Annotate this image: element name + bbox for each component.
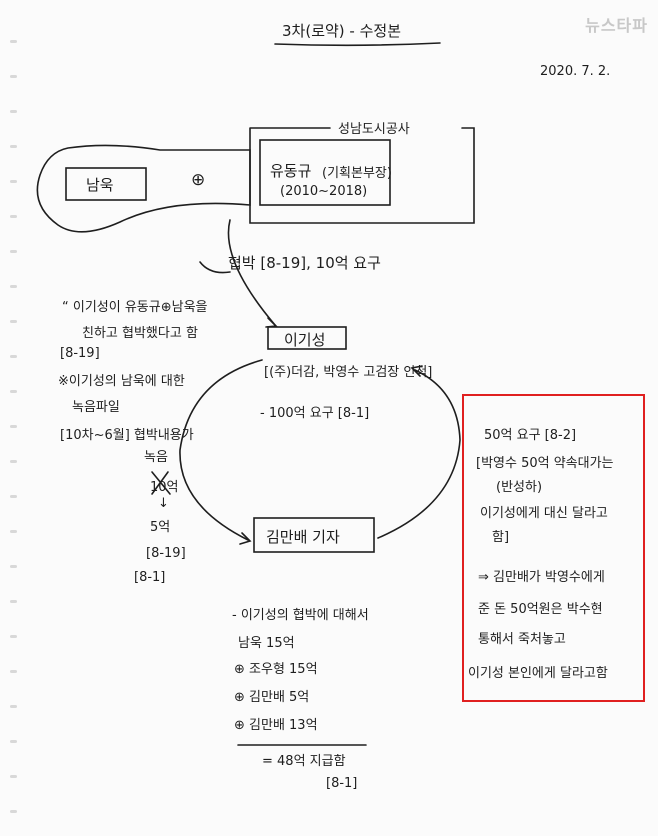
bottom-note-4: ⊕ 김만배 5억 (234, 690, 310, 705)
red-box-line-8: 통해서 죽처놓고 (478, 632, 566, 647)
center-demand: - 100억 요구 [8-1] (260, 406, 370, 421)
left-note-5: [10차~6월] 협박내용가 (60, 428, 194, 443)
bottom-note-1: - 이기성의 협박에 대해서 (232, 608, 369, 623)
bottom-note-3: ⊕ 조우형 15억 (234, 662, 318, 677)
red-box-line-7: 준 돈 50억원은 박수현 (478, 602, 603, 617)
right-years: (2010~2018) (280, 184, 368, 199)
date: 2020. 7. 2. (540, 64, 611, 79)
left-note-amount: 5억 (150, 520, 171, 535)
left-note-2: 친하고 협박했다고 함 (82, 326, 198, 341)
bottom-note-2: 남욱 15억 (238, 636, 295, 651)
plus-icon: ⊕ (191, 170, 206, 190)
left-note-arrow: ↓ (158, 496, 169, 511)
left-note-1: “ 이기성이 유동규⊕남욱을 (62, 300, 208, 315)
red-box-line-6: ⇒ 김만배가 박영수에게 (478, 570, 605, 585)
watermark: 뉴스타파 (585, 16, 648, 35)
left-note-4: 녹음파일 (72, 400, 120, 415)
right-role: (기획본부장) (322, 166, 392, 181)
right-name: 유동규 (270, 162, 312, 180)
cycle-left (179, 359, 263, 541)
highlight-box (462, 394, 645, 702)
red-box-line-2: [박영수 50억 약속대가는 (476, 456, 614, 471)
left-note-ref1: [8-19] (60, 346, 100, 361)
red-box-line-1: 50억 요구 [8-2] (484, 428, 577, 443)
cycle-left-arrowhead (239, 532, 252, 545)
left-note-3: ※이기성의 남욱에 대한 (58, 374, 185, 389)
title-underline (274, 42, 441, 47)
binder-margin (0, 0, 28, 836)
left-note-crossed: 10억 (150, 480, 179, 495)
threat-label: 협박 [8-19], 10억 요구 (228, 254, 381, 272)
left-name: 남욱 (86, 176, 114, 194)
left-note-6: 녹음 (144, 450, 168, 465)
red-box-line-3: (반성하) (496, 480, 543, 495)
center-desc: [(주)더감, 박영수 고검장 인척] (264, 365, 433, 380)
bottom-note-ref: [8-1] (326, 776, 358, 791)
bottom-name: 김만배 기자 (266, 528, 340, 546)
left-blob (36, 144, 251, 233)
red-box-line-5: 함] (492, 530, 510, 545)
threat-arrowhead (265, 317, 278, 328)
bottom-note-5: ⊕ 김만배 13억 (234, 718, 318, 733)
red-box-line-9: 이기성 본인에게 달라고함 (468, 666, 608, 681)
left-note-ref2: [8-19] (146, 546, 186, 561)
red-box-line-4: 이기성에게 대신 달라고 (480, 506, 608, 521)
cycle-right (377, 369, 461, 539)
note-connector (199, 261, 231, 274)
org-label: 성남도시공사 (338, 122, 410, 137)
page-title: 3차(로약) - 수정본 (282, 22, 401, 40)
center-name: 이기성 (284, 331, 326, 349)
bottom-note-total: = 48억 지급함 (262, 754, 346, 769)
left-note-ref3: [8-1] (134, 570, 166, 585)
